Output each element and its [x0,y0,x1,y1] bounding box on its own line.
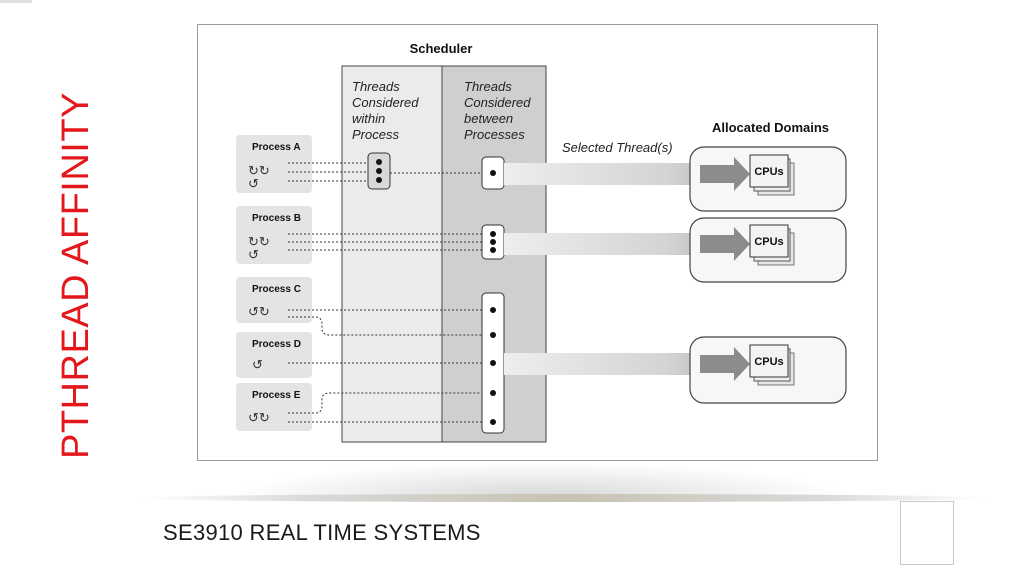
corner-mark [0,0,32,3]
process-b-label: Process B [252,213,301,224]
between-header-3: between [464,111,513,126]
thread-icon: ↻↻ [248,163,270,178]
thread-icon: ↺↻ [248,410,270,425]
domain-1: CPUs [689,146,847,212]
process-c: Process C ↺↻ [236,277,312,323]
thread-icon: ↺↻ [248,304,270,319]
within-header-4: Process [352,127,399,142]
scheduler-title: Scheduler [410,41,473,56]
selected-thread-arrow-a [504,163,720,185]
scheduler-within-column [341,65,443,443]
within-header-1: Threads [352,79,400,94]
between-thread-box-b [481,224,505,260]
footer-course-title: SE3910 REAL TIME SYSTEMS [163,520,481,545]
process-b: Process B ↻↻ ↺ [236,206,312,264]
within-header-3: within [352,111,385,126]
cpu-chip-icon [749,224,789,258]
thread-icon: ↻↻ [248,234,270,249]
slide-title: PTHREAD AFFINITY [55,92,97,459]
cpu-chip-icon [749,154,789,188]
selected-thread-arrow-cde [504,353,720,375]
selected-threads-label: Selected Thread(s) [562,140,673,155]
thread-icon: ↺ [248,247,259,262]
selected-thread-arrow-b [504,233,720,255]
cpu-label-1: CPUs [754,166,783,178]
within-header-2: Considered [352,95,419,110]
footer-divider [140,494,990,502]
process-e: Process E ↺↻ [236,383,312,431]
cpu-label-2: CPUs [754,236,783,248]
allocated-domains-title: Allocated Domains [712,120,829,135]
process-d: Process D ↺ [236,332,312,378]
between-header-1: Threads [464,79,512,94]
scheduler-diagram: Scheduler Threads Considered within Proc… [197,24,878,461]
process-c-label: Process C [252,284,301,295]
process-e-label: Process E [252,390,301,401]
cpu-chip-icon [749,344,789,378]
between-header-4: Processes [464,127,525,142]
footer-shadow [230,462,850,496]
between-header-2: Considered [464,95,531,110]
between-thread-box-cde [481,292,505,434]
domain-2: CPUs [689,217,847,283]
slide-number-box [900,501,954,565]
process-a: Process A ↻↻ ↺ [236,135,312,193]
process-d-label: Process D [252,339,301,350]
within-thread-box-a [367,152,391,190]
cpu-label-3: CPUs [754,356,783,368]
thread-connectors [288,162,486,423]
thread-icon: ↺ [248,176,259,191]
between-thread-box-a [481,156,505,190]
domain-3: CPUs [689,336,847,404]
thread-icon: ↺ [252,357,263,372]
process-a-label: Process A [252,142,301,153]
